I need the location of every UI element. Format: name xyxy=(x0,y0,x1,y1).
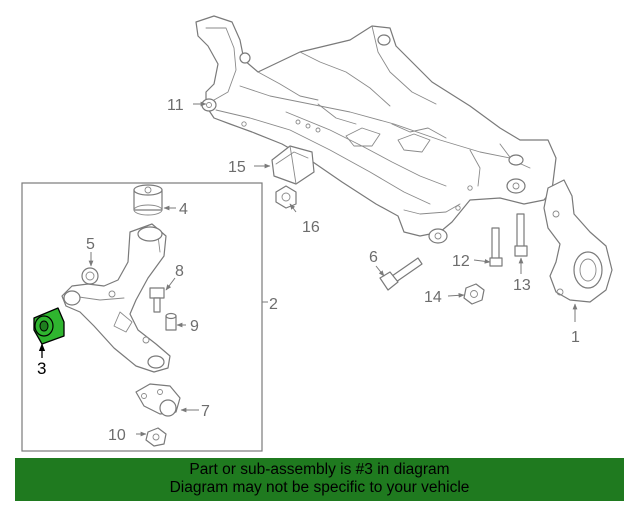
nut-16 xyxy=(275,185,297,209)
callout-1: 1 xyxy=(571,329,580,346)
washer-5 xyxy=(81,267,99,285)
callout-16: 16 xyxy=(302,219,320,236)
callout-6: 6 xyxy=(369,249,378,266)
callout-3: 3 xyxy=(37,359,46,378)
bolt-13 xyxy=(514,213,528,257)
part-info-banner: Part or sub-assembly is #3 in diagram Di… xyxy=(15,458,624,501)
callout-8: 8 xyxy=(175,263,184,280)
lower-arm-assembly-box xyxy=(21,182,263,452)
callout-12: 12 xyxy=(452,253,470,270)
callout-10: 10 xyxy=(108,427,126,444)
callout-9: 9 xyxy=(190,318,199,335)
subframe-crossmember xyxy=(195,15,557,244)
bracket-15 xyxy=(271,145,315,185)
callout-13: 13 xyxy=(513,277,531,294)
callout-11: 11 xyxy=(167,97,184,114)
bolt-12 xyxy=(489,227,503,267)
nut-10 xyxy=(145,427,167,447)
nut-14 xyxy=(463,283,485,305)
callout-4: 4 xyxy=(179,201,188,218)
pin-9 xyxy=(165,312,177,331)
callout-5: 5 xyxy=(86,236,95,253)
bushing-3-bore xyxy=(39,320,49,332)
bushing-3-highlighted[interactable] xyxy=(33,307,65,345)
bushing-4 xyxy=(133,184,163,216)
callout-2: 2 xyxy=(269,296,278,313)
bolt-8 xyxy=(149,287,165,313)
ball-joint-7 xyxy=(135,383,181,417)
callout-14: 14 xyxy=(424,289,442,306)
banner-line-1: Part or sub-assembly is #3 in diagram xyxy=(189,461,450,478)
steering-knuckle xyxy=(543,179,613,303)
bolt-6 xyxy=(379,257,423,291)
banner-line-2: Diagram may not be specific to your vehi… xyxy=(169,479,470,496)
callout-7: 7 xyxy=(201,403,210,420)
callout-15: 15 xyxy=(228,159,246,176)
